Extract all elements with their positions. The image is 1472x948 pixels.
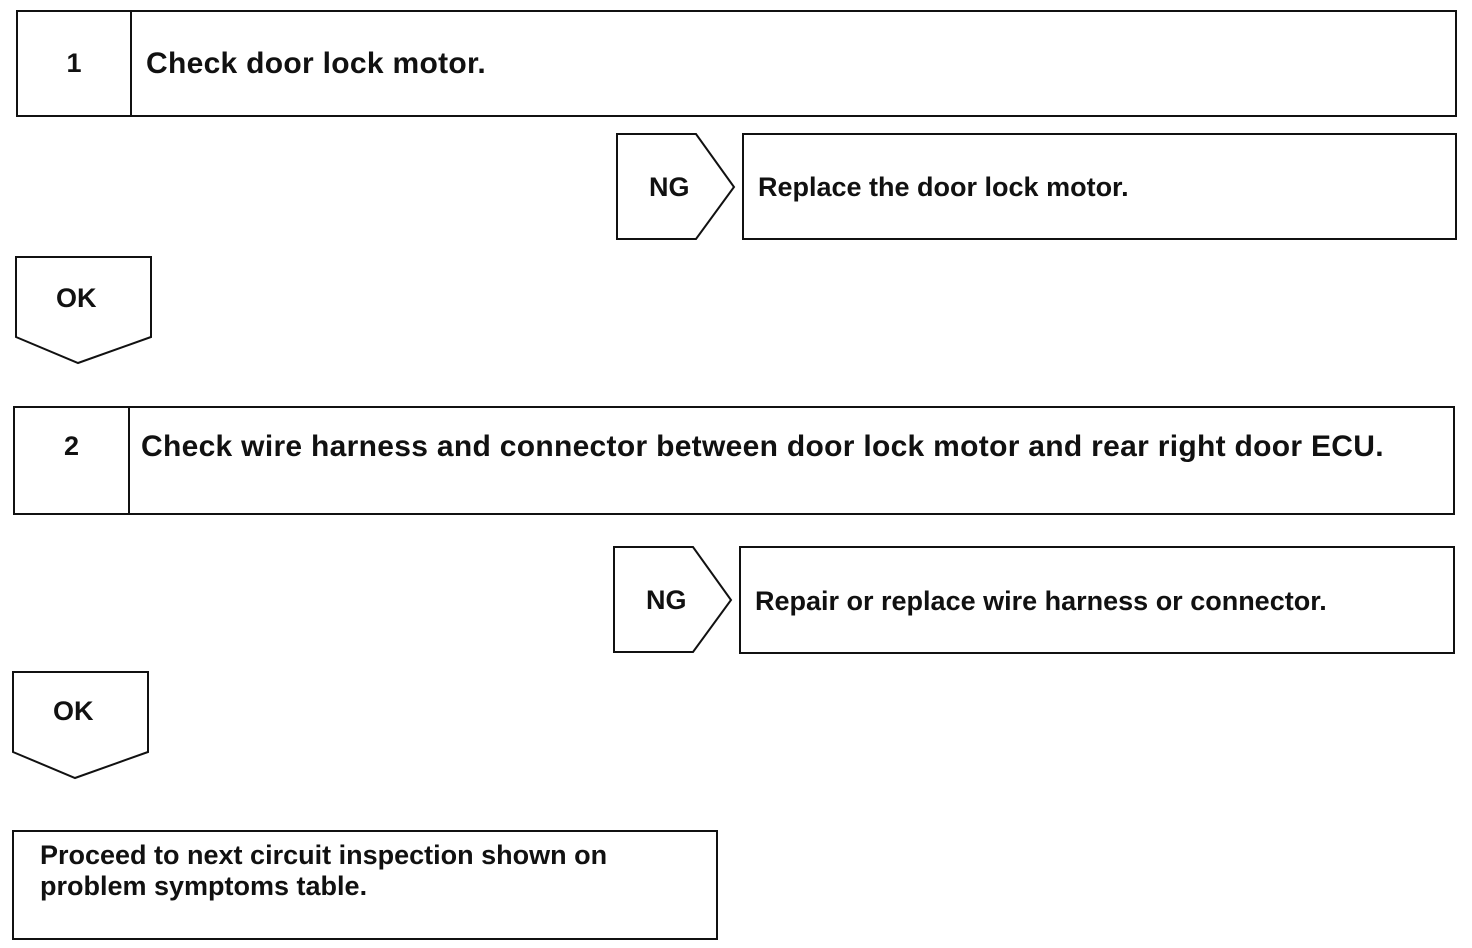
step-1-box: 1 Check door lock motor. [16,10,1457,117]
ng-1-label: NG [649,172,690,202]
ng-2-action-text: Repair or replace wire harness or connec… [755,586,1327,616]
ng-1-action-text: Replace the door lock motor. [758,172,1129,202]
ok-1-label: OK [56,283,97,313]
ng-2-label: NG [646,585,687,615]
ng-2-action-box: Repair or replace wire harness or connec… [739,546,1455,654]
step-1-text: Check door lock motor. [146,47,486,80]
ok-1-arrow: OK [14,255,154,367]
final-instruction-text: Proceed to next circuit inspection shown… [40,840,608,901]
final-instruction-box: Proceed to next circuit inspection shown… [12,830,718,940]
step-2-number: 2 [15,408,130,513]
step-2-box: 2 Check wire harness and connector betwe… [13,406,1455,515]
ng-2-arrow: NG [611,545,737,655]
step-2-text: Check wire harness and connector between… [141,430,1384,463]
ok-2-label: OK [53,696,94,726]
ok-2-arrow: OK [11,670,151,782]
ng-1-arrow: NG [614,132,740,242]
step-1-number: 1 [18,12,132,115]
ng-1-action-box: Replace the door lock motor. [742,133,1457,240]
